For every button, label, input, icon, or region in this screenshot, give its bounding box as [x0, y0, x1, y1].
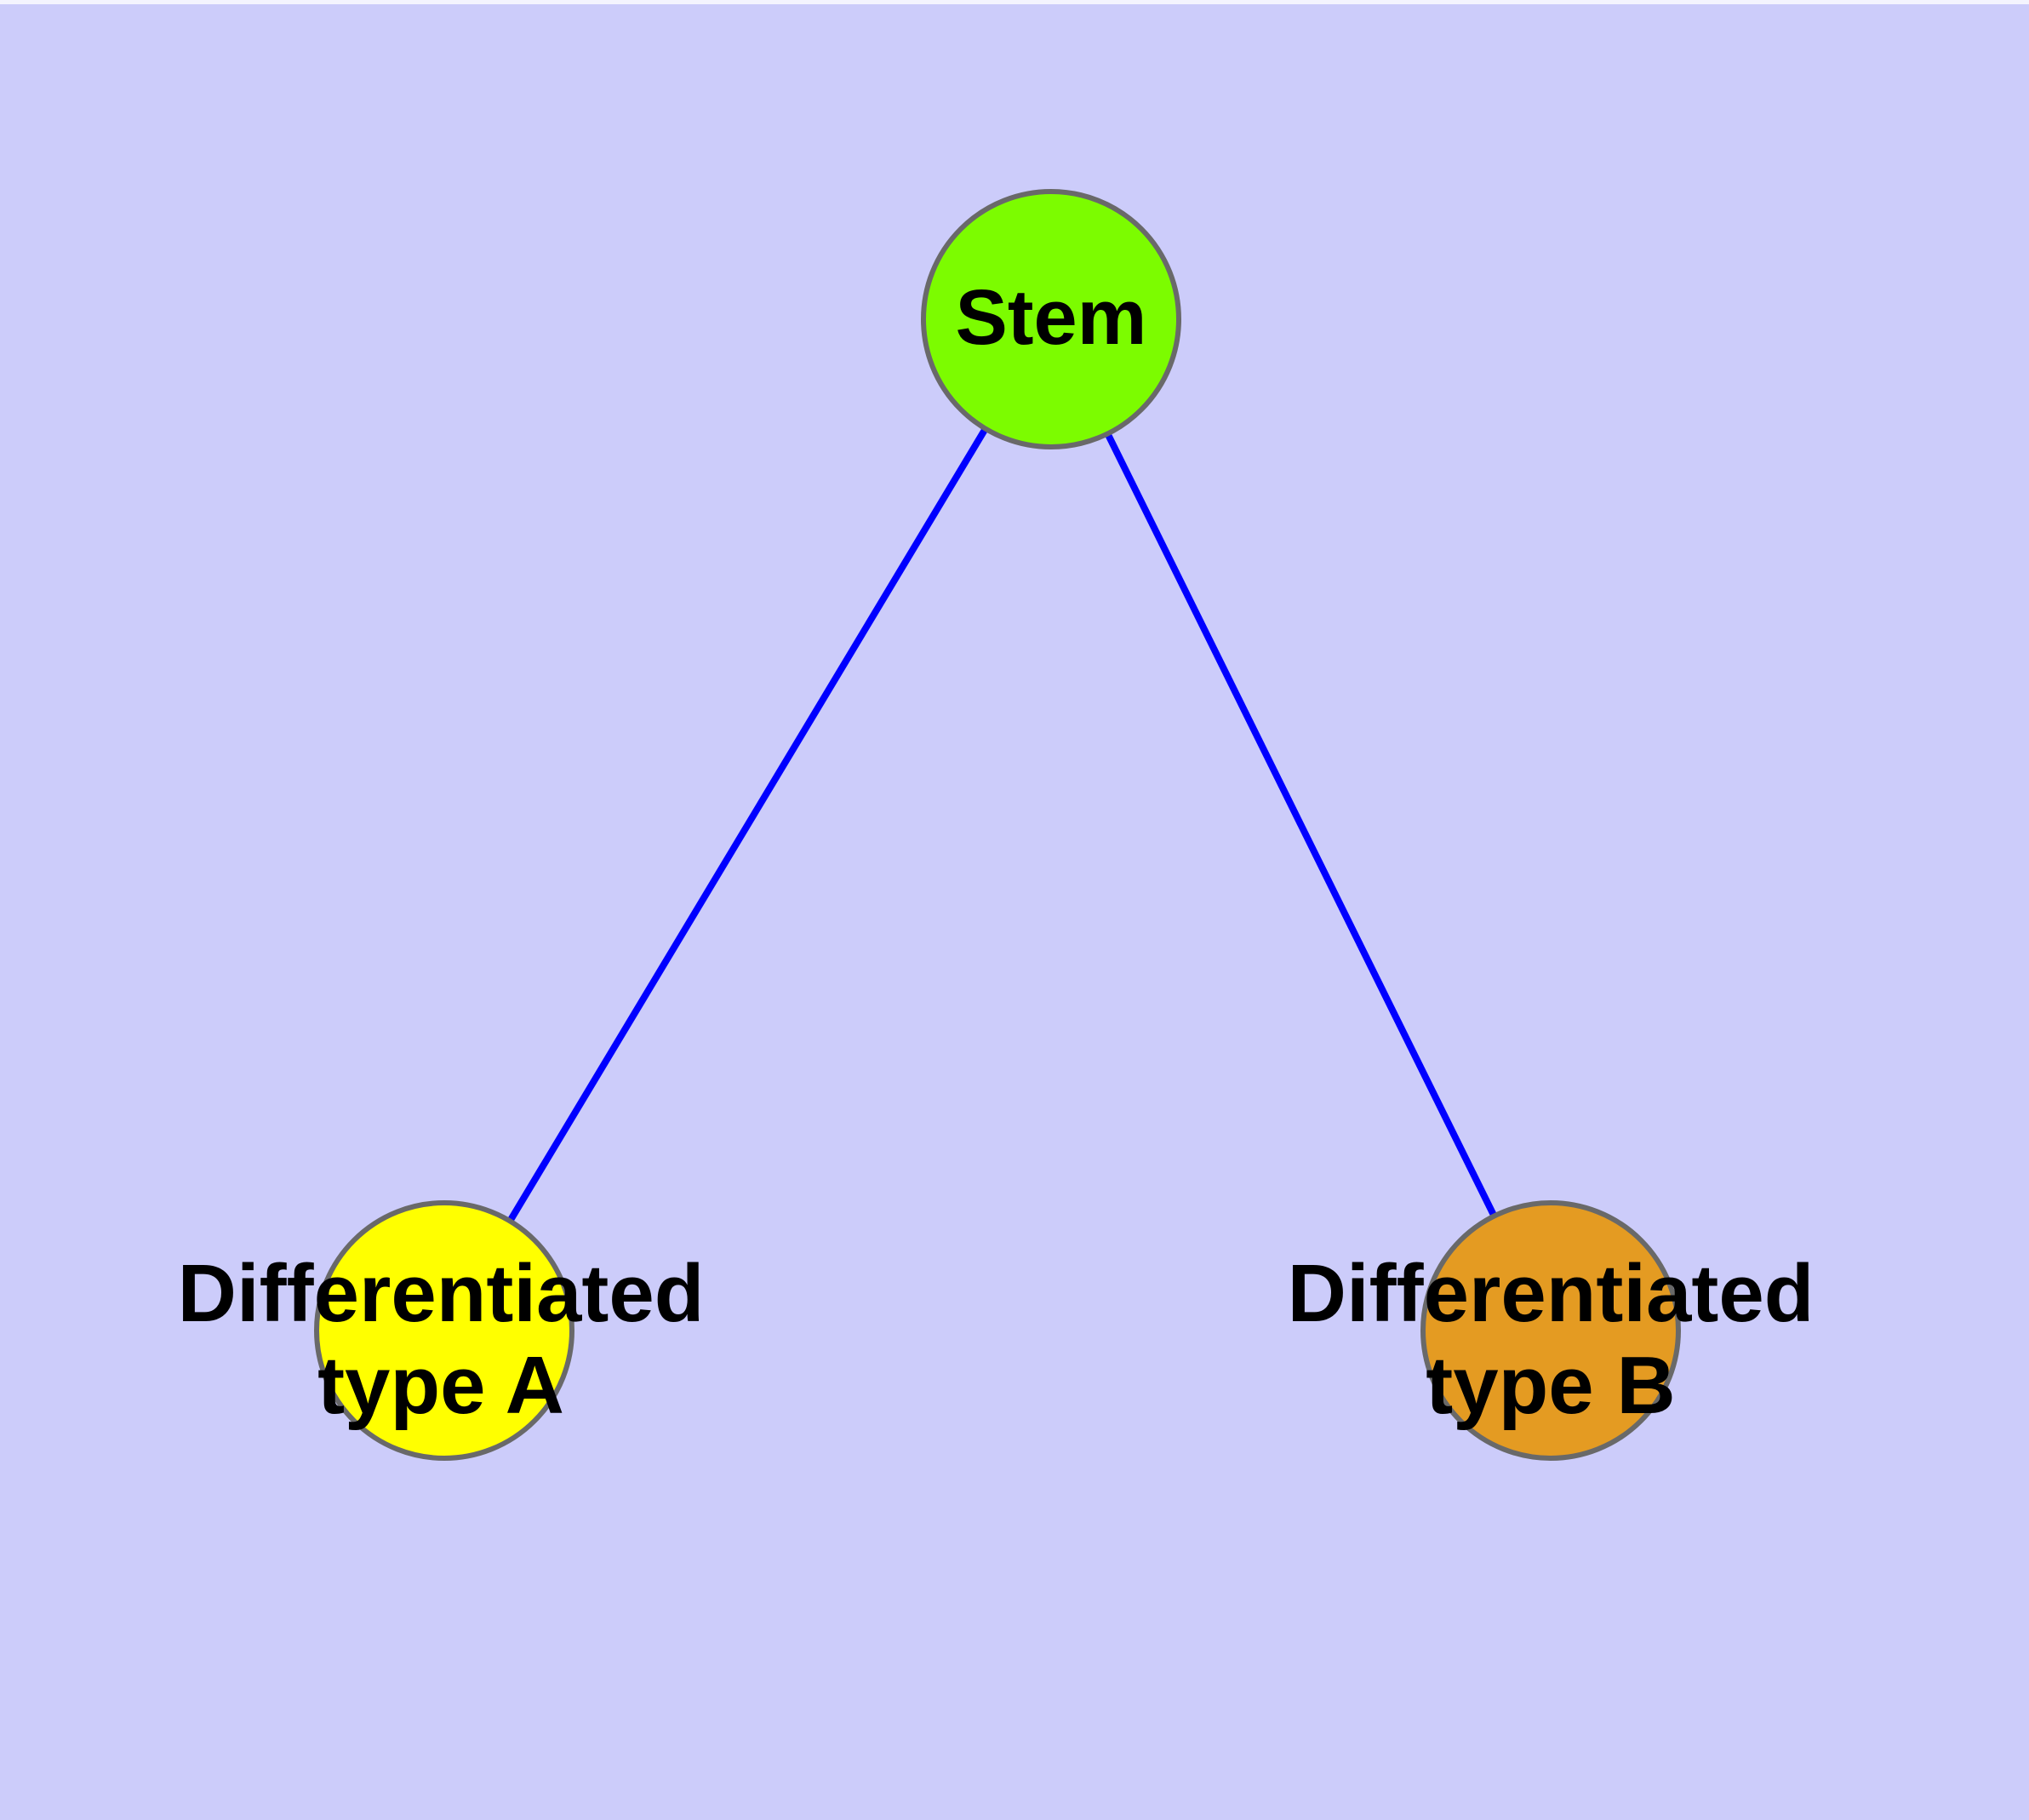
- node-differentiated-type-b[interactable]: [1420, 1200, 1681, 1461]
- edges-layer: [441, 317, 1554, 1333]
- top-margin-strip: [0, 0, 2029, 4]
- nodes-layer: [314, 189, 1681, 1461]
- edge-stem-to-differentiated-type-a[interactable]: [441, 317, 1055, 1333]
- node-stem[interactable]: [921, 189, 1181, 449]
- node-differentiated-type-a[interactable]: [314, 1200, 574, 1461]
- edge-stem-to-differentiated-type-b[interactable]: [1048, 318, 1554, 1332]
